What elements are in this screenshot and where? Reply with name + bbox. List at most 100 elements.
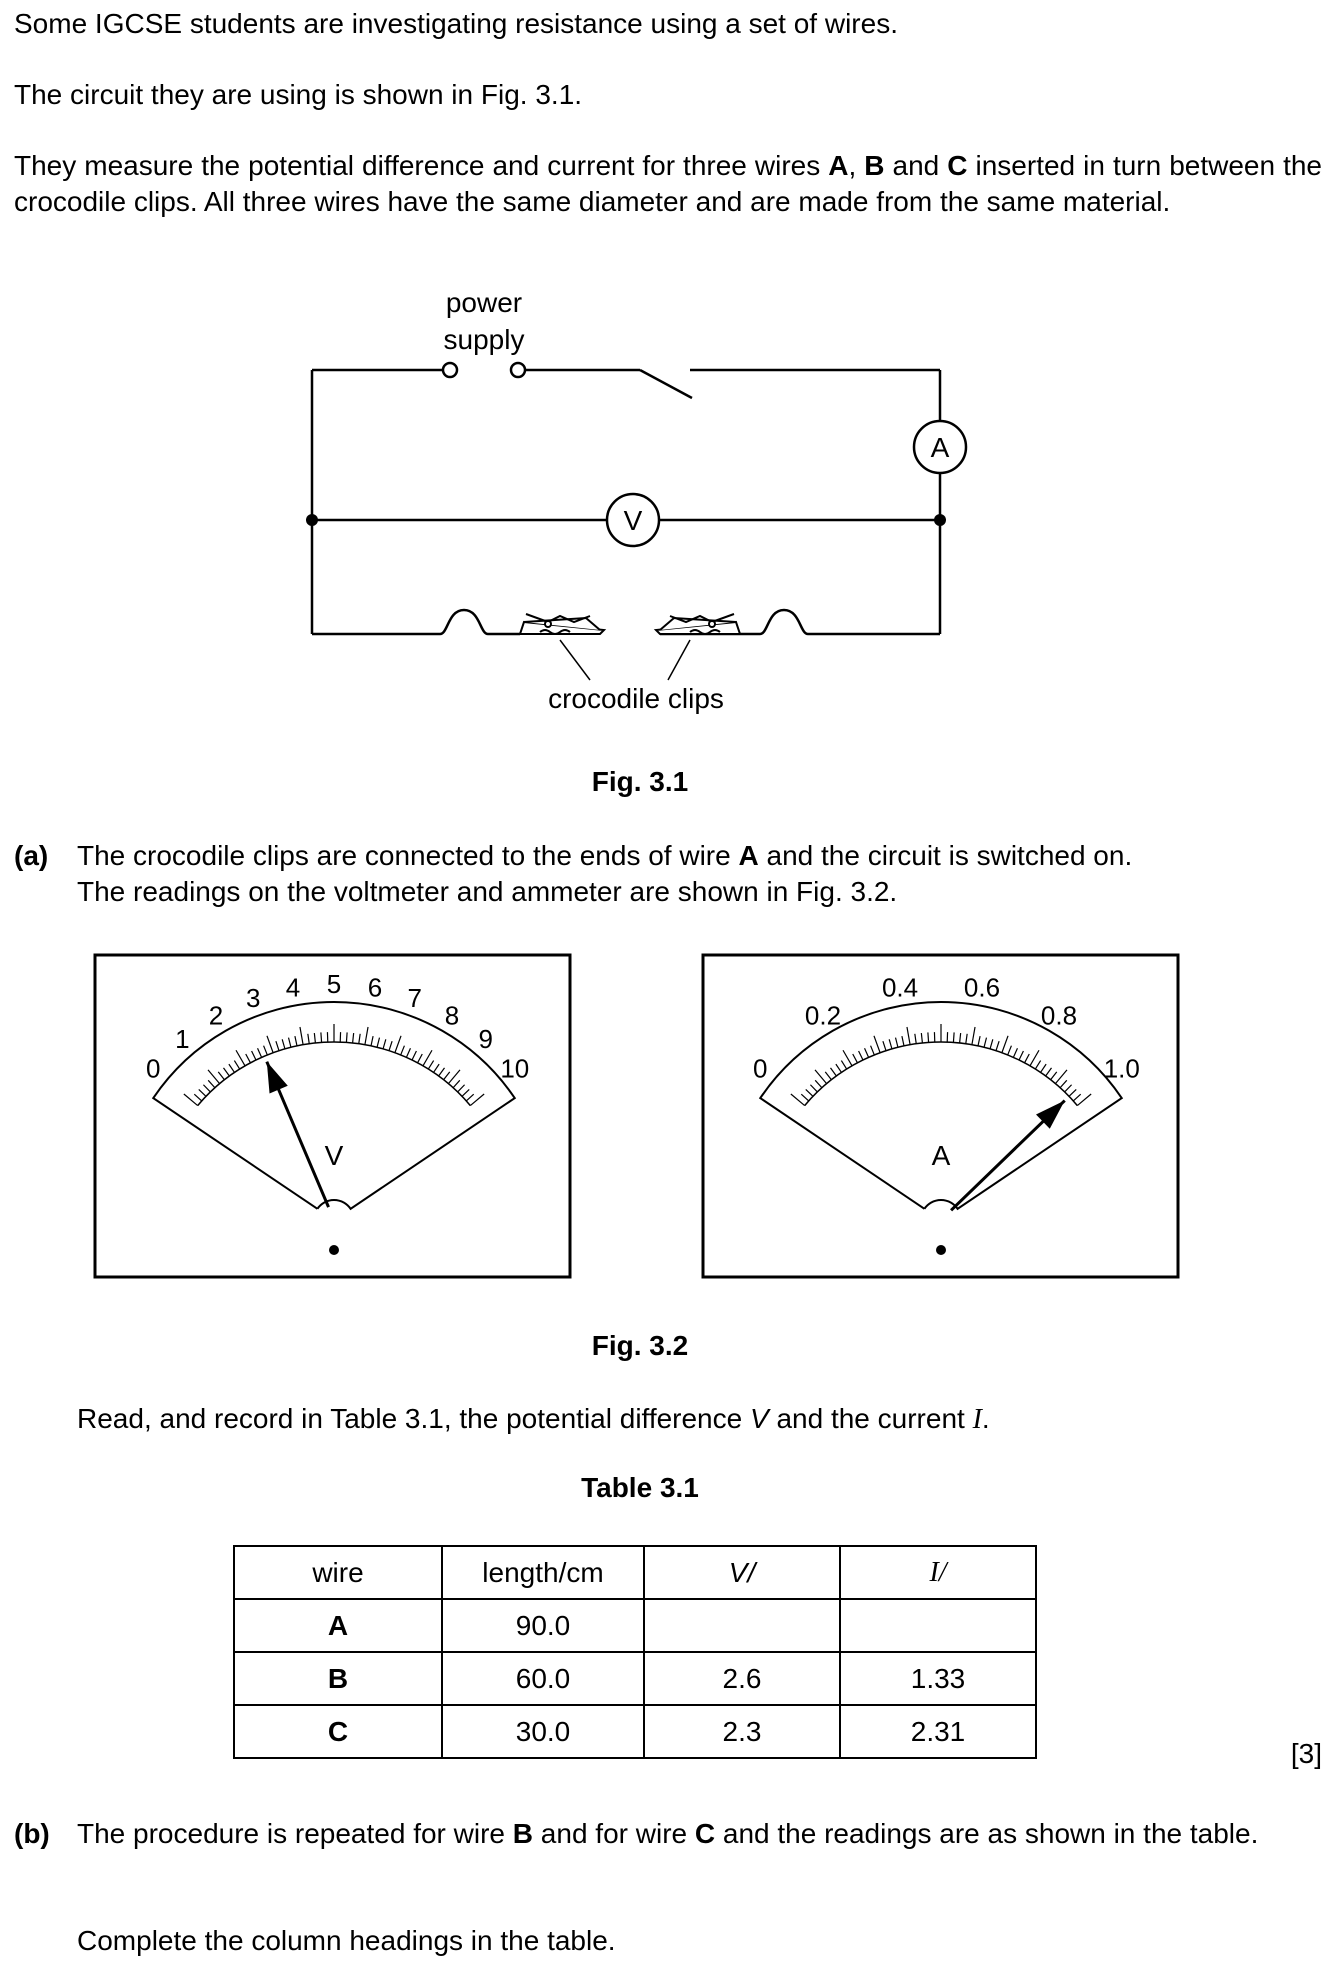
voltmeter-scale-label: 2 xyxy=(209,1001,223,1031)
voltmeter-tick xyxy=(352,1032,355,1044)
cell-length: 90.0 xyxy=(441,1598,645,1653)
junction-right xyxy=(934,514,946,526)
part-a-text: The crocodile clips are connected to the… xyxy=(77,840,1133,907)
voltmeter-tick xyxy=(422,1049,433,1067)
voltmeter-scale-label: 3 xyxy=(246,983,260,1013)
ammeter-tick xyxy=(894,1037,899,1048)
voltmeter-tick xyxy=(427,1060,435,1070)
voltmeter-scale-label: 5 xyxy=(327,969,341,999)
ammeter-needle-head xyxy=(1036,1100,1065,1129)
ammeter-unit: A xyxy=(932,1140,951,1171)
voltmeter-tick xyxy=(299,1026,304,1045)
cell-wire: A xyxy=(233,1598,443,1653)
ammeter-tick xyxy=(1029,1049,1040,1067)
ammeter-tick xyxy=(882,1041,887,1051)
voltmeter-symbol xyxy=(605,492,661,548)
voltmeter-tick xyxy=(313,1032,316,1044)
ammeter-tick xyxy=(959,1032,962,1044)
marks-label: [3] xyxy=(1290,1738,1322,1769)
fig-3-2-caption: Fig. 3.2 xyxy=(591,1330,689,1361)
ammeter-tick xyxy=(901,1035,905,1047)
ammeter-tick xyxy=(920,1032,923,1044)
voltmeter-scale-label: 6 xyxy=(368,973,382,1003)
voltmeter-tick xyxy=(183,1093,199,1107)
voltmeter-scale-label: 10 xyxy=(500,1053,529,1083)
header-v[interactable]: V/ xyxy=(643,1545,841,1600)
table-3-1-caption: Table 3.1 xyxy=(581,1472,699,1503)
cell-length: 30.0 xyxy=(441,1704,645,1759)
voltmeter-tick xyxy=(457,1084,466,1093)
voltmeter-tick xyxy=(417,1053,423,1064)
ammeter-tick xyxy=(927,1032,930,1043)
table-row: A 90.0 xyxy=(233,1598,1037,1653)
voltmeter-scale-label: 4 xyxy=(286,973,300,1003)
voltmeter-tick xyxy=(235,1049,246,1067)
ammeter-tick xyxy=(1072,1093,1082,1102)
table-row: B 60.0 2.6 1.33 xyxy=(233,1651,1037,1706)
ammeter-tick xyxy=(995,1041,1000,1051)
voltmeter-tick xyxy=(370,1035,374,1047)
ammeter-scale-label: 0.6 xyxy=(964,973,1000,1003)
voltmeter-tick xyxy=(345,1032,348,1043)
header-i[interactable]: I/ xyxy=(839,1545,1037,1600)
voltmeter-tick xyxy=(394,1035,402,1053)
terminal-left xyxy=(441,361,459,379)
ammeter-tick xyxy=(1076,1093,1092,1107)
voltmeter-tick xyxy=(223,1067,230,1077)
ammeter-tick xyxy=(805,1088,814,1097)
ammeter-tick xyxy=(1045,1067,1052,1077)
voltmeter-tick xyxy=(376,1037,381,1048)
cell-i-input[interactable] xyxy=(839,1598,1037,1653)
voltmeter-tick xyxy=(198,1088,207,1097)
voltmeter-box xyxy=(93,953,572,1279)
crocodile-clip-right xyxy=(653,613,742,635)
ammeter-tick xyxy=(906,1026,911,1045)
voltmeter-tick xyxy=(217,1071,225,1081)
voltmeter-tick xyxy=(320,1032,323,1043)
cell-v: 2.6 xyxy=(643,1651,841,1706)
ammeter-tick xyxy=(1012,1048,1019,1058)
ammeter-scale-label: 0.2 xyxy=(805,1001,841,1031)
ammeter-tick xyxy=(790,1093,806,1107)
part-a-label: (a) xyxy=(14,840,49,871)
ammeter-tick xyxy=(1059,1079,1068,1089)
voltmeter-needle-head xyxy=(266,1061,288,1094)
ammeter-tick xyxy=(1001,1035,1009,1053)
part-b-label: (b) xyxy=(14,1818,50,1849)
voltmeter-tick xyxy=(266,1035,274,1053)
ammeter-tick xyxy=(1034,1060,1042,1070)
voltmeter-tick xyxy=(251,1050,257,1061)
ammeter-tick xyxy=(983,1037,988,1048)
cell-v-input[interactable] xyxy=(643,1598,841,1653)
ammeter-tick xyxy=(965,1033,968,1044)
ammeter-tick xyxy=(977,1035,981,1047)
cell-i: 2.31 xyxy=(839,1704,1037,1759)
ammeter-tick xyxy=(858,1050,864,1061)
power-supply-label-1: power xyxy=(446,287,522,318)
voltmeter-tick xyxy=(388,1041,393,1051)
ammeter-tick xyxy=(824,1071,832,1081)
ammeter-dial-outline xyxy=(758,1001,1124,1211)
voltmeter-tick xyxy=(469,1093,485,1107)
voltmeter-scale-label: 0 xyxy=(146,1053,160,1083)
power-supply-label-2: supply xyxy=(444,324,525,355)
voltmeter-tick xyxy=(411,1050,417,1061)
crocodile-clips-label: crocodile clips xyxy=(548,683,724,714)
voltmeter-tick xyxy=(405,1048,412,1058)
ammeter-tick xyxy=(1007,1045,1012,1056)
ammeter-tick xyxy=(1050,1071,1058,1081)
crocodile-clip-left xyxy=(518,613,607,635)
voltmeter-tick xyxy=(382,1039,387,1050)
intro-line-2: The circuit they are using is shown in F… xyxy=(14,79,583,110)
cell-length: 60.0 xyxy=(441,1651,645,1706)
table-row: C 30.0 2.3 2.31 xyxy=(233,1704,1037,1759)
voltmeter-tick xyxy=(207,1069,221,1085)
ammeter-tick xyxy=(1024,1053,1030,1064)
intro-paragraph: They measure the potential difference an… xyxy=(14,150,1322,217)
instruction-text: Read, and record in Table 3.1, the poten… xyxy=(77,1403,990,1435)
part-b-instruction[interactable]: Complete the column headings in the tabl… xyxy=(77,1925,616,1956)
ammeter-tick xyxy=(852,1053,858,1064)
